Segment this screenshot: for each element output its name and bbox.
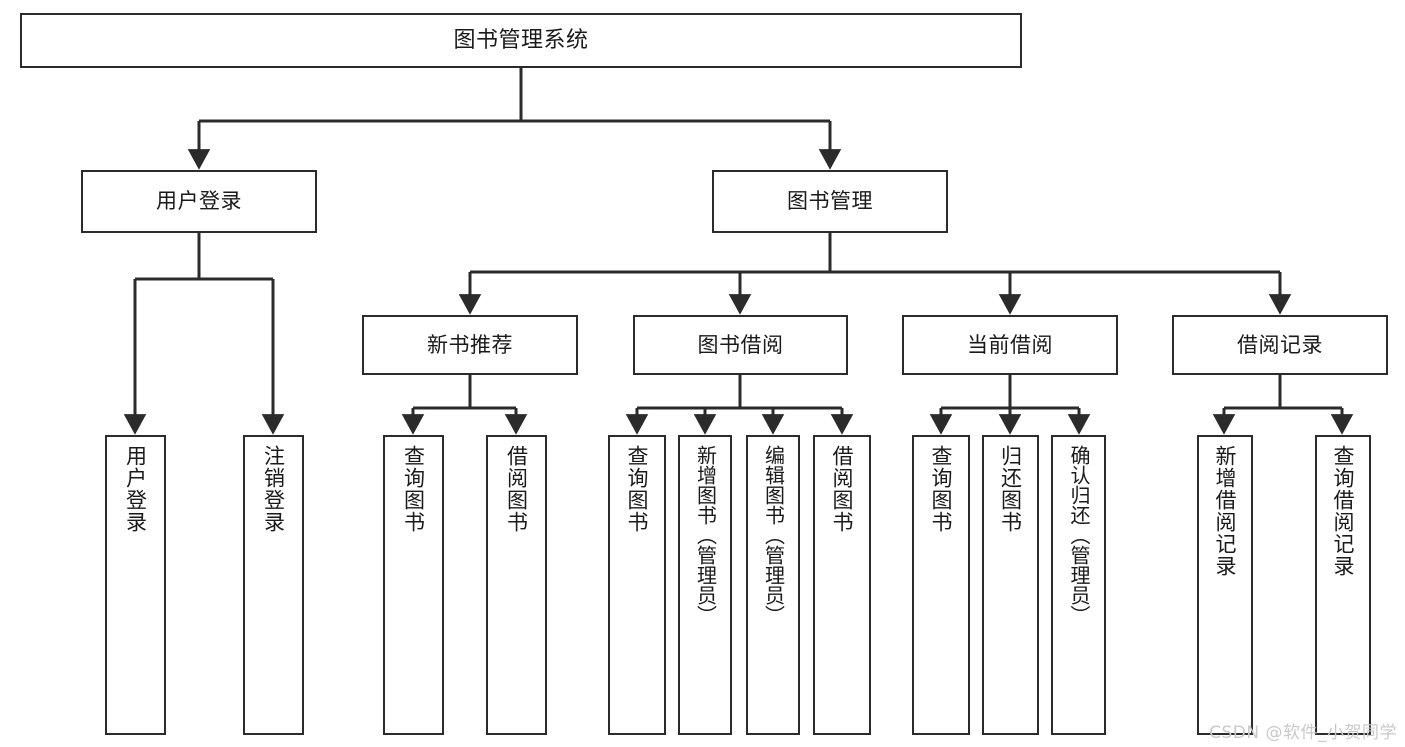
leaf-edit-book-admin[interactable]: 编辑图书（管理员） <box>746 435 800 735</box>
leaf-borrow-book-borrow[interactable]: 借阅图书 <box>813 435 871 735</box>
csdn-watermark: CSDN @软件_小贺同学 <box>1209 723 1397 743</box>
node-label: 借阅记录 <box>1237 332 1323 357</box>
node-book-borrow[interactable]: 图书借阅 <box>633 315 848 375</box>
node-label: 查询图书 <box>401 445 426 533</box>
leaf-query-book-borrow[interactable]: 查询图书 <box>608 435 666 735</box>
node-label: 用户登录 <box>123 445 148 533</box>
node-label: 借阅图书 <box>830 445 855 533</box>
node-label: 图书借阅 <box>697 332 784 357</box>
node-label: 图书管理系统 <box>453 27 589 53</box>
leaf-return-book[interactable]: 归还图书 <box>982 435 1039 735</box>
leaf-confirm-return-admin[interactable]: 确认归还（管理员） <box>1051 435 1106 735</box>
node-current-borrow[interactable]: 当前借阅 <box>902 315 1118 375</box>
leaf-query-book-current[interactable]: 查询图书 <box>912 435 970 735</box>
node-label: 注销登录 <box>261 445 286 533</box>
node-book-management[interactable]: 图书管理 <box>712 170 948 233</box>
node-label: 用户登录 <box>156 189 242 214</box>
leaf-query-book-recommend[interactable]: 查询图书 <box>383 435 444 735</box>
leaf-add-book-admin[interactable]: 新增图书（管理员） <box>678 435 732 735</box>
node-label: 编辑图书（管理员） <box>761 445 786 625</box>
node-label: 新书推荐 <box>427 332 513 357</box>
node-label: 归还图书 <box>998 445 1023 533</box>
node-label: 当前借阅 <box>967 332 1053 357</box>
leaf-borrow-book-recommend[interactable]: 借阅图书 <box>486 435 547 735</box>
node-borrow-record[interactable]: 借阅记录 <box>1172 315 1388 375</box>
node-label: 图书管理 <box>787 189 873 214</box>
node-label: 借阅图书 <box>504 445 529 533</box>
node-label: 确认归还（管理员） <box>1067 445 1091 625</box>
node-label: 查询图书 <box>625 445 650 533</box>
leaf-user-logout[interactable]: 注销登录 <box>243 435 304 735</box>
node-user-login[interactable]: 用户登录 <box>81 170 317 233</box>
leaf-add-borrow-record[interactable]: 新增借阅记录 <box>1197 435 1253 735</box>
node-new-book-recommend[interactable]: 新书推荐 <box>362 315 578 375</box>
leaf-user-login[interactable]: 用户登录 <box>105 435 166 735</box>
node-label: 查询借阅记录 <box>1331 445 1356 577</box>
node-label: 查询图书 <box>929 445 954 533</box>
node-label: 新增借阅记录 <box>1213 445 1238 577</box>
node-label: 新增图书（管理员） <box>693 445 718 625</box>
leaf-query-borrow-record[interactable]: 查询借阅记录 <box>1315 435 1371 735</box>
node-root-system[interactable]: 图书管理系统 <box>20 13 1022 68</box>
